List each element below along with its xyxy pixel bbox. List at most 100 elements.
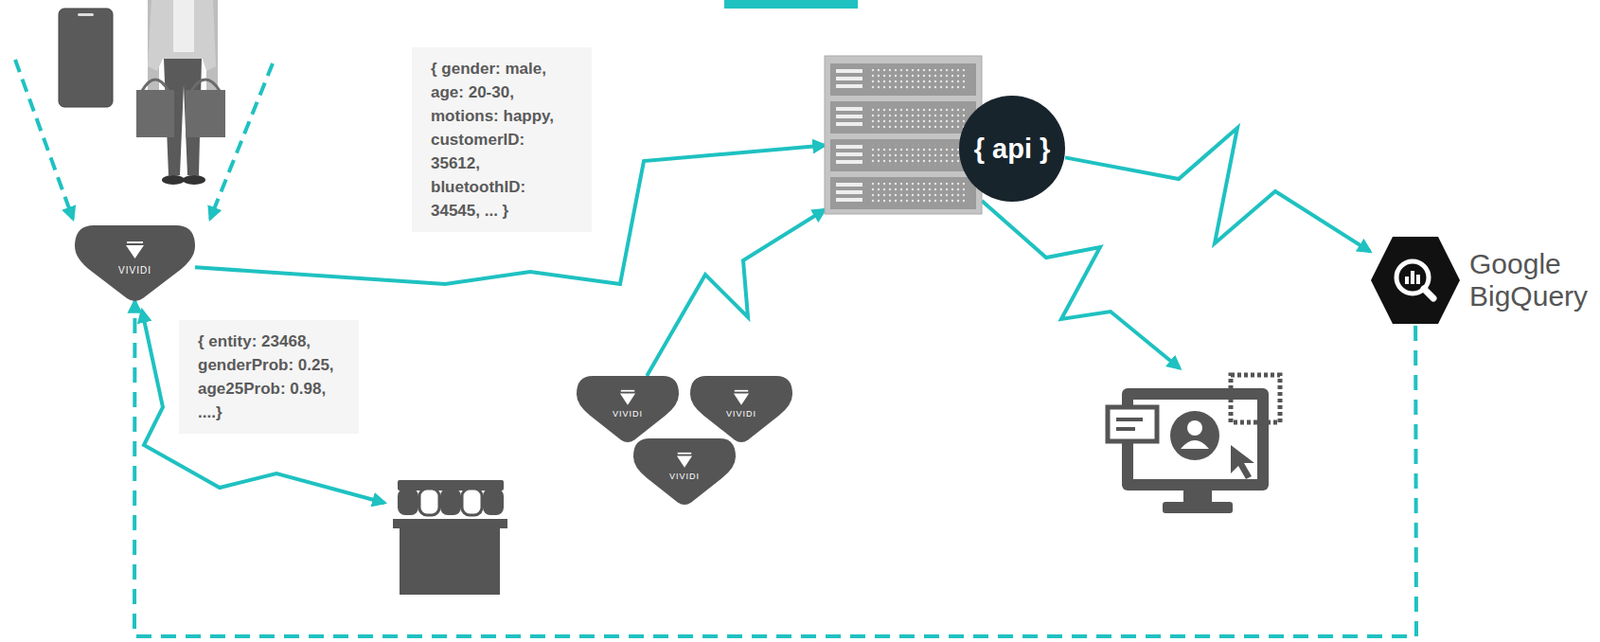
sensor-device: VIVIDI	[633, 438, 736, 505]
store-icon	[392, 518, 508, 529]
store-icon	[419, 488, 440, 516]
node-shape	[633, 438, 736, 505]
node-shape	[690, 375, 793, 443]
node-shape	[1410, 270, 1415, 285]
node-shape	[830, 101, 977, 134]
phone-icon	[58, 8, 113, 107]
node-shape	[1369, 234, 1461, 326]
shopper-figure	[191, 79, 220, 91]
shopper-figure	[161, 175, 185, 185]
node-shape	[835, 144, 863, 149]
dashboard-icon	[1116, 426, 1136, 431]
node-shape	[576, 375, 679, 443]
node-shape	[959, 95, 1066, 202]
dashboard-icon	[1230, 374, 1280, 423]
sensing-arrows	[210, 63, 273, 219]
node-shape	[870, 182, 965, 204]
node-shape	[835, 152, 863, 157]
node-shape	[1370, 236, 1460, 324]
dashboard-icon	[1183, 490, 1212, 504]
sensing-arrows	[15, 59, 73, 219]
node-shape	[1404, 276, 1409, 285]
payload-text: { entity: 23468, genderProb: 0.25, age25…	[197, 329, 340, 425]
dashboard-icon	[1170, 410, 1220, 461]
store-icon	[392, 480, 508, 595]
device-brand: VIVIDI	[633, 472, 736, 482]
payload-box: { gender: male, age: 20-30, motions: hap…	[411, 47, 592, 232]
node-shape	[835, 182, 863, 187]
node-shape	[620, 392, 636, 405]
device-brand: VIVIDI	[690, 409, 793, 420]
sensor-device: VIVIDI	[690, 375, 793, 443]
node-shape	[125, 245, 144, 259]
node-shape	[677, 452, 692, 455]
node-shape	[835, 197, 863, 202]
node-shape	[830, 63, 977, 96]
api-server: { api }	[824, 55, 1066, 214]
node-shape	[676, 455, 693, 467]
sensing-arrows	[15, 59, 273, 219]
node-shape	[1416, 274, 1421, 285]
node-shape	[870, 106, 965, 128]
shopper-figure	[185, 89, 226, 138]
service-name: Google BigQuery	[1469, 248, 1595, 313]
dashboard-icon	[1230, 444, 1255, 480]
node-shape	[830, 177, 977, 210]
dashboard-icon	[1107, 407, 1157, 442]
node-shape	[824, 55, 982, 214]
connectors	[134, 127, 1417, 637]
dashboard-icon	[1187, 420, 1203, 436]
store-icon	[440, 488, 462, 516]
shopper-figure	[136, 0, 226, 185]
node-shape	[870, 69, 965, 90]
dashboard-icon	[1162, 501, 1233, 514]
store-icon	[482, 488, 504, 516]
dashboard-icon	[1180, 440, 1209, 449]
sensor-device: VIVIDI	[74, 225, 196, 302]
device-brand: VIVIDI	[576, 409, 679, 420]
node-shape	[835, 114, 863, 119]
phone-icon	[77, 13, 94, 17]
store-icon	[462, 488, 482, 516]
device-brand: VIVIDI	[74, 265, 196, 276]
store-icon	[397, 488, 419, 516]
node-shape	[835, 160, 863, 164]
sensor-device: VIVIDI	[576, 375, 679, 443]
node-shape	[835, 84, 863, 89]
node-shape	[734, 390, 748, 392]
shopper-figure	[136, 89, 175, 138]
node-shape	[835, 122, 863, 126]
data-flow-connector	[646, 210, 825, 376]
shopper-figure	[182, 175, 206, 185]
store-icon	[399, 528, 500, 595]
phone-icon	[58, 8, 113, 107]
node-shape	[576, 375, 679, 443]
top-bar	[724, 0, 858, 9]
node-shape	[835, 106, 863, 111]
node-shape	[74, 225, 196, 302]
node-shape	[830, 139, 977, 172]
dashboard-link	[981, 200, 1180, 369]
node-shape	[835, 76, 863, 81]
node-shape	[835, 69, 863, 73]
shopper-figure	[142, 79, 169, 91]
dashboard-icon	[1116, 417, 1143, 422]
payload-box: { entity: 23468, genderProb: 0.25, age25…	[178, 320, 359, 434]
node-shape	[74, 225, 196, 302]
data-flow-connector	[1065, 127, 1370, 252]
payload-text: { gender: male, age: 20-30, motions: hap…	[430, 56, 573, 223]
store-link	[142, 310, 385, 503]
node-shape	[1423, 288, 1434, 299]
node-shape	[126, 241, 143, 244]
node-shape	[733, 392, 749, 405]
shopper-figure	[173, 0, 195, 53]
node-shape	[870, 144, 965, 166]
api-label: { api }	[959, 129, 1066, 168]
data-flow-connector	[134, 301, 1417, 637]
node-shape	[835, 190, 863, 195]
node-shape	[690, 375, 793, 443]
dashboard-icon	[1107, 374, 1280, 514]
node-shape	[633, 438, 736, 505]
bigquery-node: Google BigQuery	[1369, 234, 1461, 326]
